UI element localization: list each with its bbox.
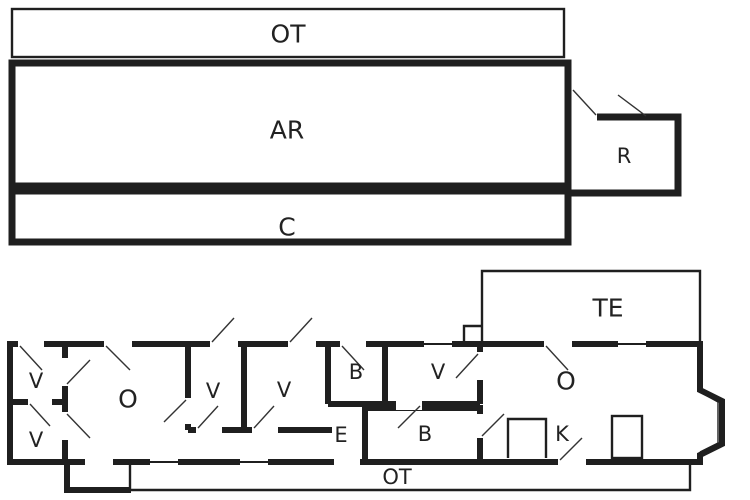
room-label-v-left-bottom: V: [29, 428, 44, 452]
room-label-v-mid-right: V: [277, 378, 292, 402]
door-opening: [252, 424, 278, 436]
door-opening: [210, 338, 238, 350]
door-opening: [59, 358, 71, 386]
porch-outline: [64, 462, 131, 493]
door-swing-icon: [455, 353, 479, 379]
room-label-o-right: O: [556, 367, 576, 396]
bay-window-inner-line: [699, 391, 719, 453]
room-r-outline: [571, 113, 682, 197]
door-swing-icon: [481, 413, 505, 437]
room-label-e: E: [334, 423, 347, 447]
door-opening: [288, 338, 316, 350]
door-opening: [558, 456, 586, 468]
door-opening: [474, 414, 486, 438]
door-opening: [334, 456, 360, 468]
room-label-k: K: [555, 422, 570, 446]
door-swing-icon: [572, 89, 597, 116]
room-label-ot-top: OT: [271, 20, 307, 49]
terrace-te-outline: [480, 269, 702, 344]
door-swing-icon: [397, 405, 421, 429]
room-label-o-left: O: [118, 385, 138, 414]
door-opening: [104, 338, 132, 350]
door-swing-icon: [617, 94, 647, 117]
door-opening: [18, 338, 44, 350]
terrace-te-step: [462, 324, 482, 344]
room-label-v-mid-left: V: [206, 379, 221, 403]
room-c-outline: [8, 187, 572, 246]
terrace-ot-bottom-outline: [128, 462, 692, 492]
room-label-ar: AR: [270, 116, 304, 145]
lower-floor-plan: TE V V O V V B V O E B K OT: [7, 269, 725, 493]
door-swing-icon: [559, 437, 583, 461]
door-swing-icon: [163, 399, 187, 423]
door-opening: [28, 396, 52, 408]
door-opening: [196, 424, 222, 436]
door-swing-icon: [19, 345, 43, 371]
door-swing-icon: [66, 413, 91, 439]
door-opening: [544, 338, 572, 350]
door-swing-icon: [289, 317, 313, 343]
room-label-r: R: [617, 144, 632, 168]
door-swing-icon: [29, 403, 51, 427]
terrace-ot-top-outline: [10, 7, 566, 59]
door-swing-icon: [545, 345, 569, 371]
room-label-b-top: B: [349, 360, 363, 384]
door-opening: [474, 352, 486, 380]
room-label-v-right: V: [431, 360, 446, 384]
door-opening: [340, 338, 366, 350]
door-opening: [59, 412, 71, 440]
door-opening: [85, 456, 113, 468]
room-label-te: TE: [591, 294, 623, 323]
door-swing-icon: [341, 345, 365, 371]
room-label-b-bottom: B: [418, 422, 432, 446]
door-opening: [182, 398, 194, 424]
upper-floor-plan: OT AR R C: [8, 7, 682, 246]
kitchen-fixture: [610, 414, 644, 460]
room-label-ot-bottom: OT: [382, 465, 412, 489]
door-swing-icon: [211, 317, 235, 343]
room-label-v-left-top: V: [29, 369, 44, 393]
door-swing-icon: [105, 345, 131, 371]
room-label-c: C: [278, 213, 295, 242]
room-ar-outline: [8, 59, 572, 190]
door-swing-icon: [253, 405, 275, 429]
door-opening: [396, 398, 422, 410]
kitchen-counter: [506, 417, 548, 458]
door-swing-icon: [66, 359, 91, 385]
door-swing-icon: [197, 405, 219, 429]
